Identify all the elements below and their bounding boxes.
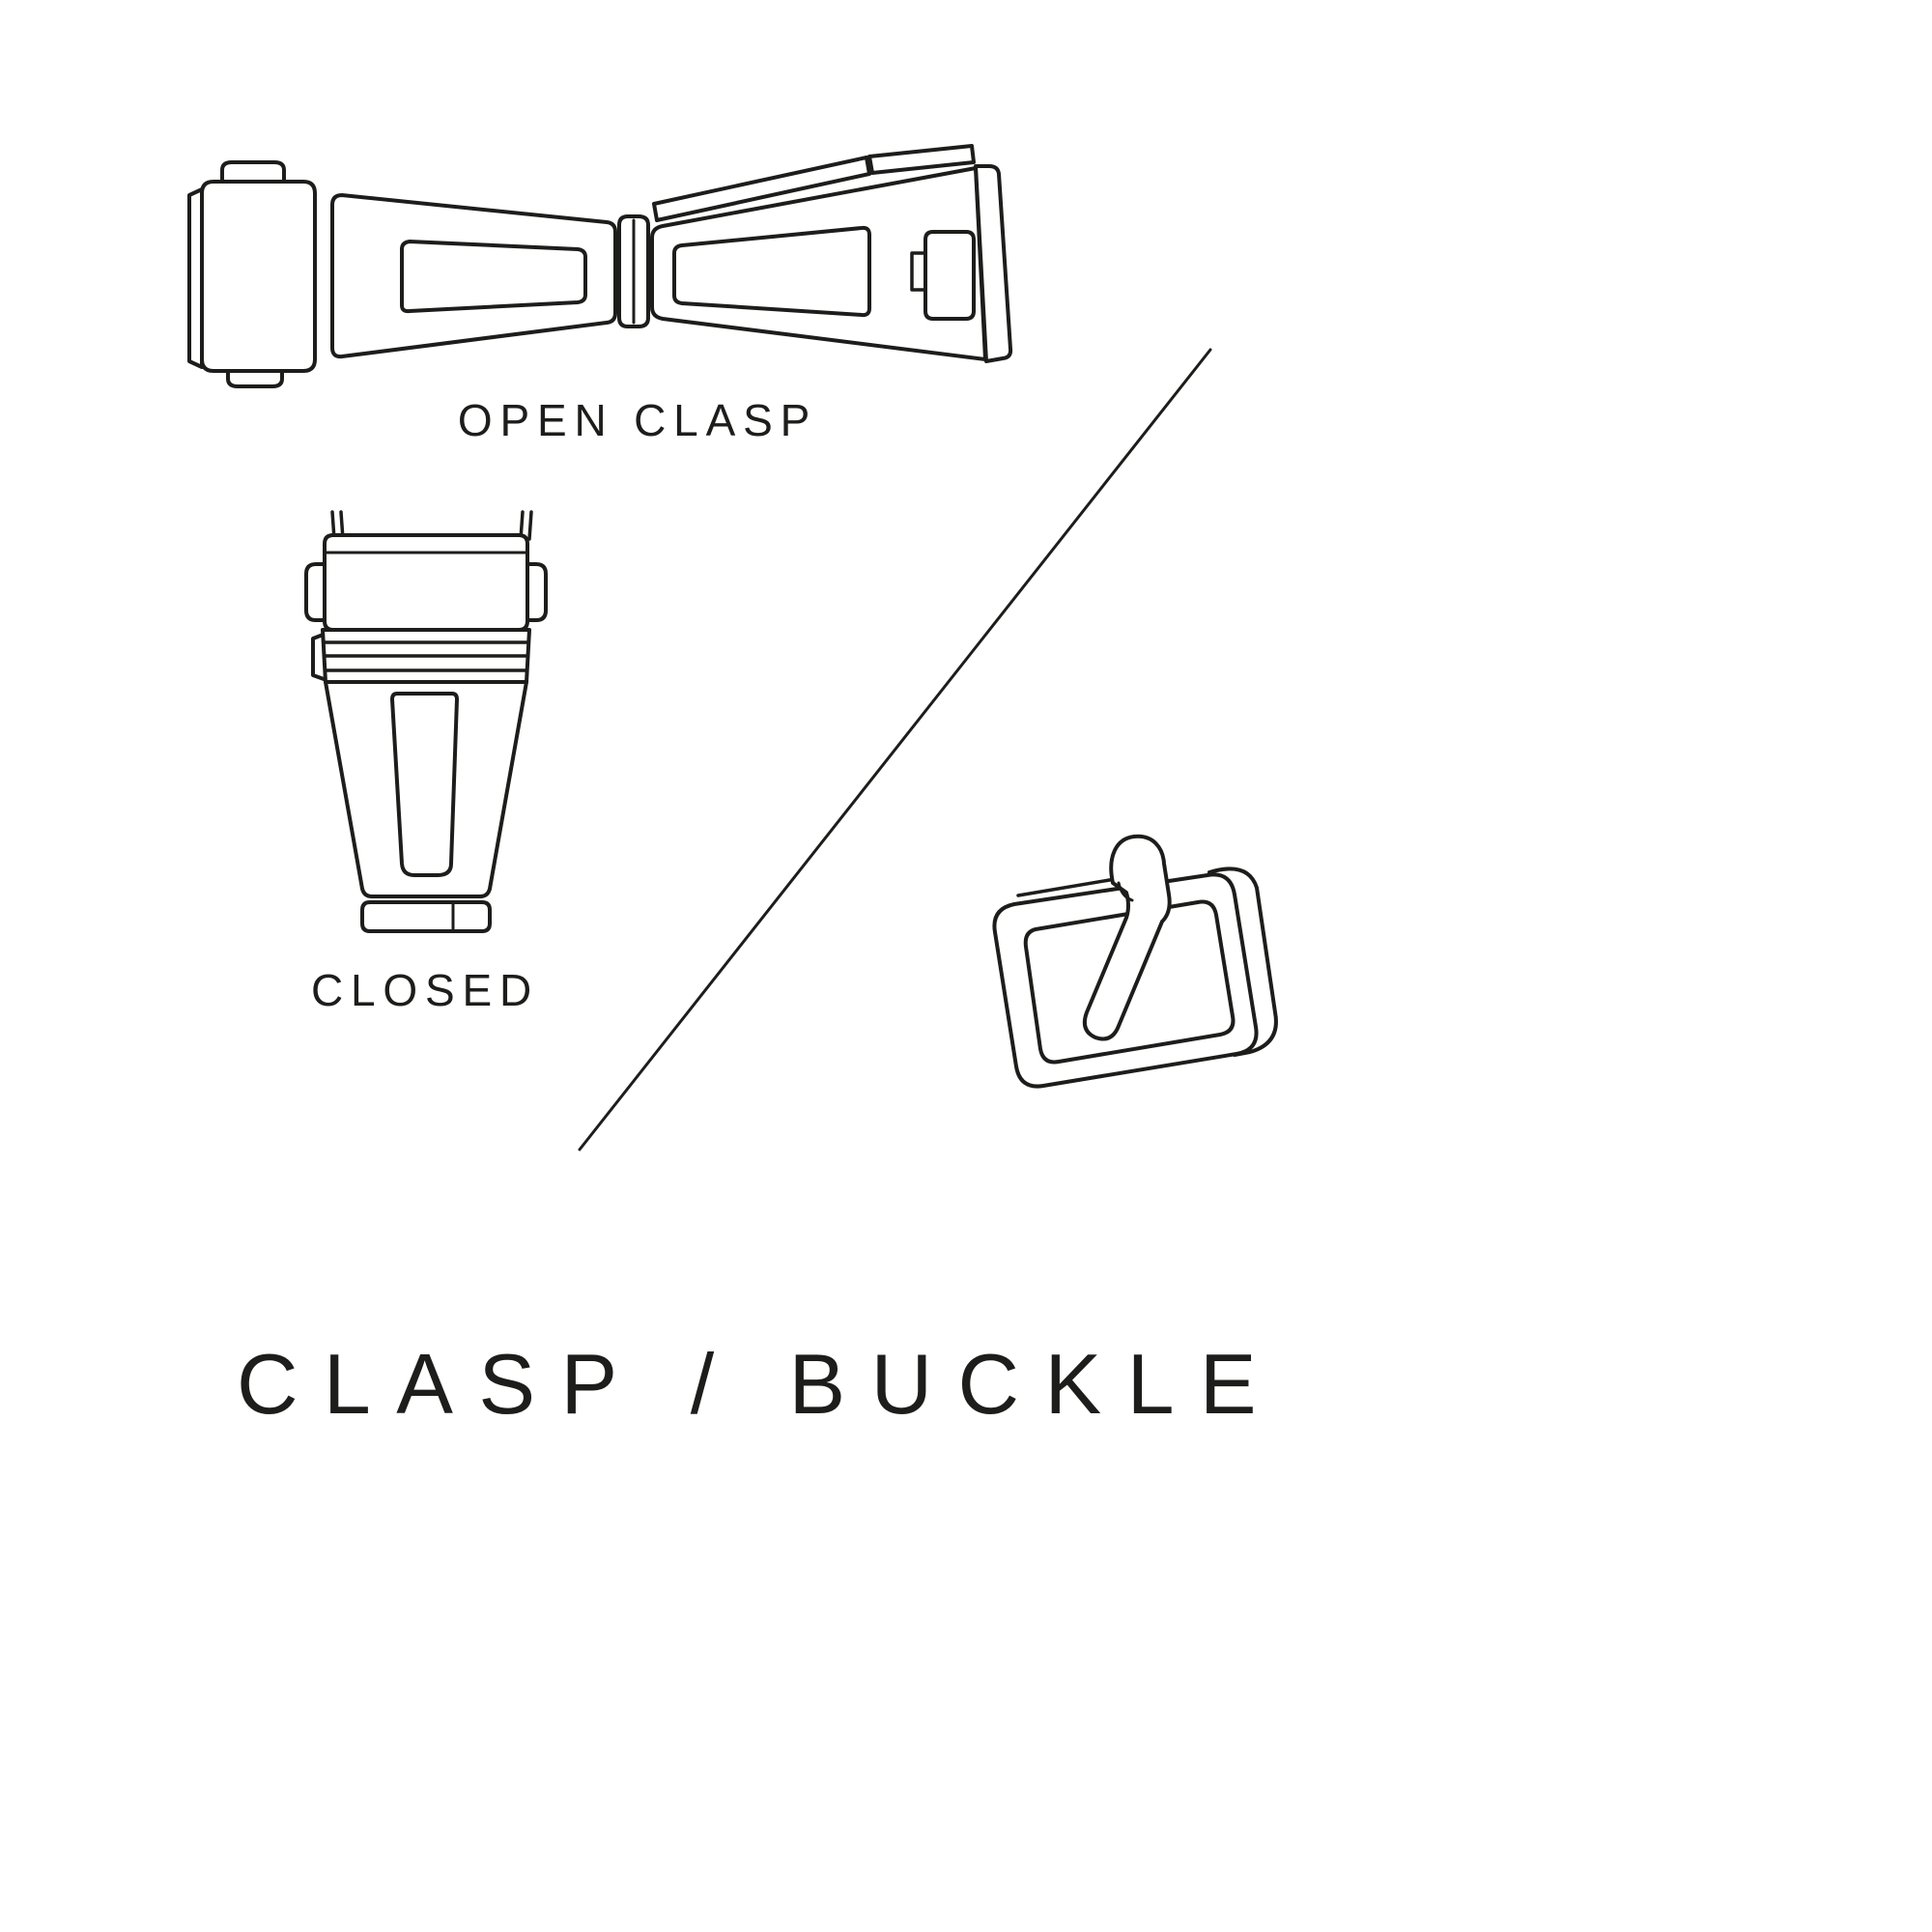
open-clasp-right-arm-window <box>674 228 869 315</box>
closed-clasp-body <box>326 682 526 896</box>
closed-clasp-illustration <box>306 512 546 931</box>
buckle-illustration <box>994 837 1276 1087</box>
open-clasp-bottom-tab <box>228 369 282 386</box>
open-clasp-left-arm-window <box>402 242 585 311</box>
open-clasp-label: OPEN CLASP <box>457 395 818 445</box>
open-clasp-catch-notch <box>912 253 925 290</box>
diagonal-divider-line <box>580 350 1210 1150</box>
closed-clasp-band-lines <box>324 642 528 670</box>
open-clasp-right-top-strip <box>654 157 869 220</box>
open-clasp-left-block <box>202 182 315 371</box>
closed-clasp-top-block <box>325 535 527 630</box>
open-clasp-left-arm <box>332 195 615 356</box>
closed-clasp-bottom-bar <box>362 902 490 931</box>
closed-clasp-right-ear <box>526 564 546 620</box>
closed-label: CLOSED <box>310 965 540 1015</box>
buckle-tongue-wrap-line <box>1119 883 1132 900</box>
open-clasp-right-arm <box>652 168 985 359</box>
closed-clasp-window <box>392 694 457 875</box>
open-clasp-right-top-strip-2 <box>869 146 974 173</box>
open-clasp-top-tab <box>222 162 284 184</box>
page-title: CLASP / BUCKLE <box>236 1336 1283 1432</box>
open-clasp-right-end-cap <box>976 166 1010 361</box>
buckle-tongue <box>1085 837 1170 1039</box>
open-clasp-catch <box>925 232 974 319</box>
closed-clasp-prongs <box>332 512 531 539</box>
closed-clasp-left-ear <box>306 564 327 620</box>
open-clasp-illustration <box>189 146 1010 386</box>
